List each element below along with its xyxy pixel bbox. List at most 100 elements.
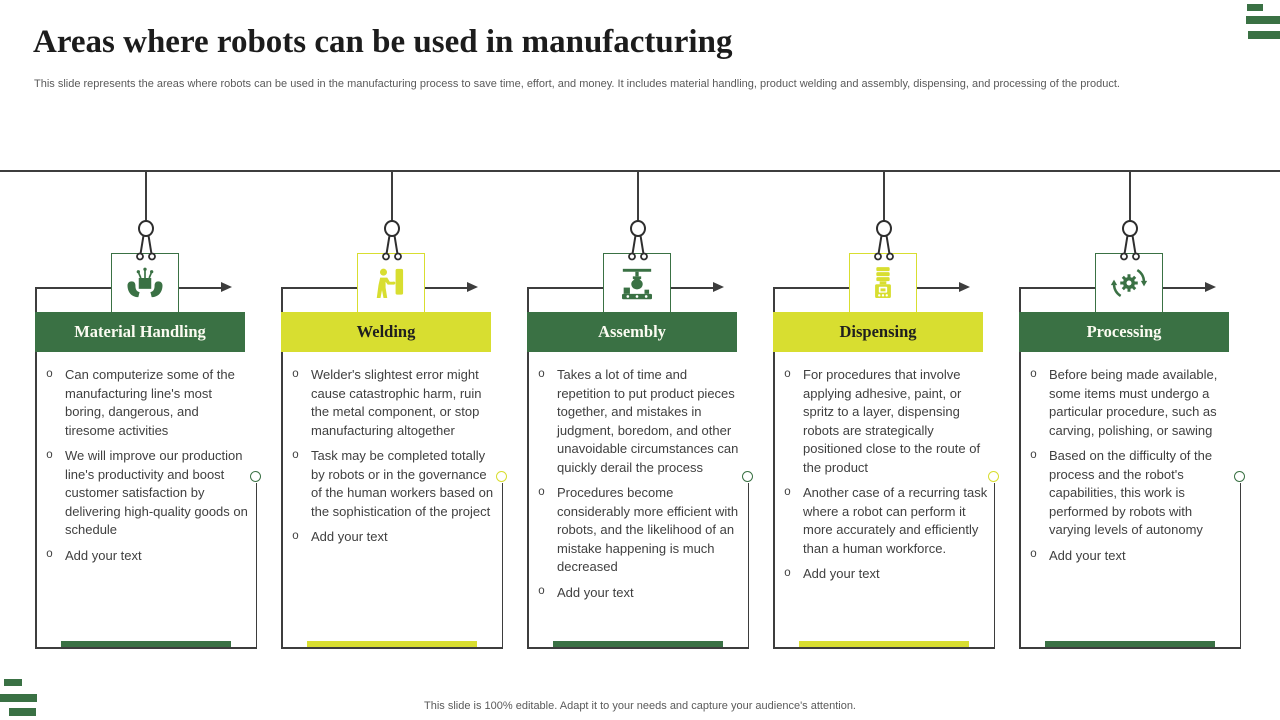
bullet-marker: o	[784, 566, 791, 579]
icon-box	[357, 253, 425, 313]
card-bottom-accent-bar	[61, 641, 231, 647]
hanging-string	[637, 171, 639, 221]
column-body: o For procedures that involve applying a…	[781, 366, 989, 591]
bullet-item: o Before being made available, some item…	[1027, 366, 1235, 440]
column-header-label: Welding	[356, 322, 416, 341]
bullet-marker: o	[538, 367, 545, 380]
binder-clip-icon	[628, 220, 648, 261]
bullet-item: o For procedures that involve applying a…	[781, 366, 989, 477]
bullet-text: Takes a lot of time and repetition to pu…	[557, 367, 739, 475]
hanging-string	[145, 171, 147, 221]
column-header: Processing	[1019, 312, 1229, 352]
bullet-marker: o	[292, 448, 299, 461]
bullet-marker: o	[1030, 367, 1037, 380]
column-header: Material Handling	[35, 312, 245, 352]
bullet-text: For procedures that involve applying adh…	[803, 367, 981, 475]
column-body: o Before being made available, some item…	[1027, 366, 1235, 572]
arrow-right-icon	[713, 282, 724, 292]
bullet-item: o Welder's slightest error might cause c…	[289, 366, 497, 440]
bullet-marker: o	[292, 529, 299, 542]
card-border	[1019, 288, 1021, 647]
hanging-string	[1129, 171, 1131, 221]
column-header-label: Dispensing	[839, 322, 917, 341]
card-border	[35, 288, 37, 647]
connector-end-circle	[1234, 471, 1245, 482]
arrow-right-icon	[1205, 282, 1216, 292]
card-bottom-accent-bar	[1045, 641, 1215, 647]
bullet-marker: o	[784, 485, 791, 498]
bullet-item: o Another case of a recurring task where…	[781, 484, 989, 558]
bullet-item: o Procedures become considerably more ef…	[535, 484, 743, 577]
card-border	[993, 483, 995, 647]
hanging-connector-line	[0, 170, 1280, 172]
bullet-marker: o	[46, 367, 53, 380]
arrow-right-icon	[221, 282, 232, 292]
card-border	[1019, 647, 1241, 649]
bullet-marker: o	[784, 367, 791, 380]
binder-clip-icon	[136, 220, 156, 261]
card-border	[747, 483, 749, 647]
logo-bar	[1246, 16, 1280, 24]
connector-end-circle	[742, 471, 753, 482]
material-handling-icon	[127, 267, 163, 298]
bullet-text: Before being made available, some items …	[1049, 367, 1218, 438]
bullet-item: o Can computerize some of the manufactur…	[43, 366, 251, 440]
connector-end-circle	[988, 471, 999, 482]
arrow-right-icon	[959, 282, 970, 292]
column-welding: Welding o Welder's slightest error might…	[281, 170, 507, 660]
bullet-item: o Add your text	[781, 565, 989, 584]
card-bottom-accent-bar	[307, 641, 477, 647]
bullet-item: o We will improve our production line's …	[43, 447, 251, 540]
connector-end-circle	[250, 471, 261, 482]
logo-bar	[9, 708, 36, 716]
column-body: o Can computerize some of the manufactur…	[43, 366, 251, 572]
assembly-icon	[622, 268, 652, 300]
logo-bar	[0, 694, 37, 702]
dispensing-icon	[875, 267, 891, 298]
binder-clip-icon	[1120, 220, 1140, 261]
bullet-item: o Based on the difficulty of the process…	[1027, 447, 1235, 540]
column-header: Welding	[281, 312, 491, 352]
bullet-marker: o	[46, 548, 53, 560]
bullet-text: Welder's slightest error might cause cat…	[311, 367, 482, 438]
bullet-text: Procedures become considerably more effi…	[557, 485, 739, 574]
card-border	[527, 288, 529, 647]
bullet-marker: o	[292, 367, 299, 380]
column-body: o Welder's slightest error might cause c…	[289, 366, 497, 554]
hanging-string	[883, 171, 885, 221]
arrow-right-icon	[467, 282, 478, 292]
column-header-label: Processing	[1086, 322, 1162, 341]
binder-clip-icon	[874, 220, 894, 261]
welding-icon	[376, 268, 404, 298]
bullet-item: o Takes a lot of time and repetition to …	[535, 366, 743, 477]
bullet-marker: o	[538, 585, 545, 597]
bullet-item: o Add your text	[43, 547, 251, 566]
bullet-text: We will improve our production line's pr…	[65, 448, 248, 537]
bullet-item: o Add your text	[1027, 547, 1235, 566]
bullet-text: Based on the difficulty of the process a…	[1049, 448, 1213, 537]
bullet-text: Add your text	[311, 529, 388, 544]
bullet-marker: o	[538, 485, 545, 498]
column-processing: Processing o Before being made available…	[1019, 170, 1245, 660]
card-bottom-accent-bar	[553, 641, 723, 647]
bullet-item: o Add your text	[535, 584, 743, 603]
logo-bar	[4, 679, 22, 686]
icon-box	[1095, 253, 1163, 313]
bullet-text: Add your text	[65, 547, 142, 563]
bullet-text: Add your text	[1049, 547, 1126, 563]
card-border	[527, 647, 749, 649]
icon-box	[111, 253, 179, 313]
column-header: Assembly	[527, 312, 737, 352]
bullet-text: Add your text	[557, 584, 634, 600]
bullet-item: o Add your text	[289, 528, 497, 547]
bullet-text: Can computerize some of the manufacturin…	[65, 367, 235, 438]
card-border	[281, 647, 503, 649]
page-title: Areas where robots can be used in manufa…	[33, 24, 733, 60]
card-border	[255, 483, 257, 647]
slide-footer-note: This slide is 100% editable. Adapt it to…	[424, 700, 856, 712]
column-header: Dispensing	[773, 312, 983, 352]
binder-clip-icon	[382, 220, 402, 261]
bullet-marker: o	[46, 448, 53, 461]
bullet-text: Another case of a recurring task where a…	[803, 485, 988, 556]
